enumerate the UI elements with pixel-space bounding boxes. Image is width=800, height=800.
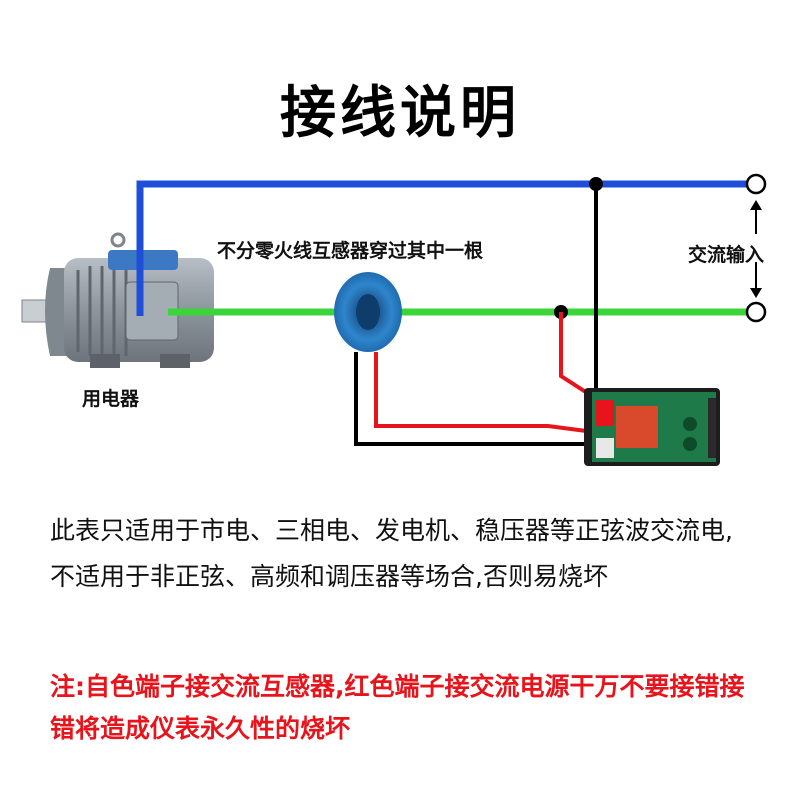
- warning-note: 注:自色端子接交流互感器,红色端子接交流电源干万不要接错接错将造成仪表永久性的烧…: [50, 672, 745, 743]
- page-title: 接线说明: [280, 81, 520, 146]
- ac-input-label: 交流输入: [688, 244, 765, 266]
- appliance-label: 用电器: [82, 388, 140, 410]
- ct-black-wire: [354, 352, 596, 446]
- blue-wire: [136, 180, 756, 316]
- motor-illustration: [21, 232, 214, 368]
- terminal-circle-icon: [745, 173, 767, 195]
- panel-meter-board: [584, 388, 720, 466]
- ac-input-arrow: [750, 200, 762, 298]
- ct-instruction-label: 不分零火线互感器穿过其中一根: [217, 240, 484, 262]
- current-transformer-ring: [334, 272, 402, 352]
- red-wire-supply: [559, 312, 600, 402]
- terminal-circle-icon: [745, 301, 767, 323]
- usage-description: 此表只适用于市电、三相电、发电机、稳压器等正弦波交流电,不适用于非正弦、高频和调…: [50, 516, 733, 591]
- ct-red-wire: [374, 352, 595, 434]
